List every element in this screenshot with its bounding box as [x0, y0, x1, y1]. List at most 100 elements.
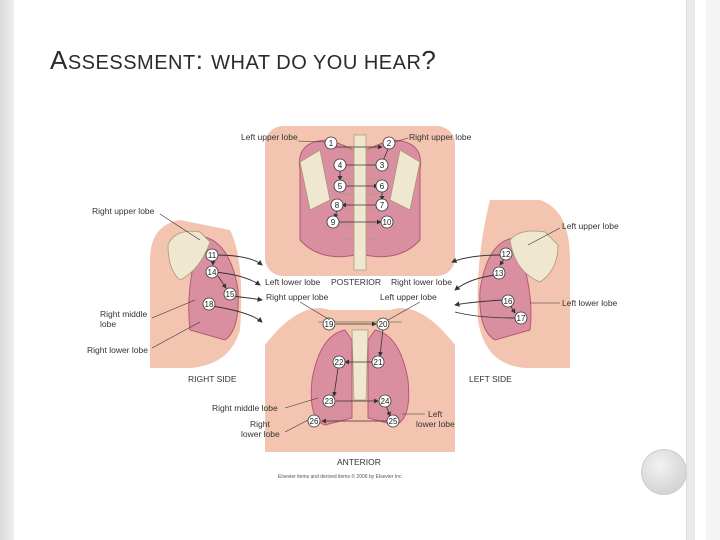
left-side-points: 12 13 16 17 [492, 247, 528, 325]
leader-ls-upper [527, 227, 561, 246]
svg-text:16: 16 [504, 297, 513, 306]
point-3: 3 [375, 158, 389, 172]
point-10: 10 [380, 215, 394, 229]
point-1: 1 [324, 136, 338, 150]
label-ant-right-upper: Right upper lobe [266, 292, 329, 302]
point-11: 11 [205, 248, 219, 262]
leader-rs-lower [151, 321, 201, 349]
point-4: 4 [333, 158, 347, 172]
label-rs-right-upper: Right upper lobe [92, 206, 155, 216]
point-18: 18 [202, 297, 216, 311]
svg-text:14: 14 [208, 268, 217, 277]
point-8: 8 [330, 198, 344, 212]
svg-text:21: 21 [374, 358, 383, 367]
point-15: 15 [223, 287, 237, 301]
label-ant-right-lower-2: lower lobe [241, 429, 280, 439]
label-posterior: POSTERIOR [331, 277, 381, 287]
point-24: 24 [378, 394, 392, 408]
svg-text:15: 15 [226, 290, 235, 299]
label-rs-right-lower: Right lower lobe [87, 345, 148, 355]
label-ant-right-middle: Right middle lobe [212, 403, 278, 413]
svg-text:22: 22 [335, 358, 344, 367]
svg-text:1: 1 [329, 139, 334, 148]
anterior-view: 19 20 21 22 23 24 25 26 Right upper lobe… [212, 292, 455, 480]
svg-text:7: 7 [380, 201, 385, 210]
posterior-points: 1 2 3 4 5 6 7 8 9 10 [324, 136, 396, 229]
svg-text:18: 18 [205, 300, 214, 309]
leader-rs-upper [159, 213, 201, 241]
leader-rs-middle [151, 299, 196, 319]
point-13: 13 [492, 266, 506, 280]
right-side-lung [188, 235, 239, 341]
label-rs-right-middle-2: lobe [100, 319, 116, 329]
label-ant-left-lower-1: Left [428, 409, 443, 419]
point-17: 17 [514, 311, 528, 325]
point-26: 26 [307, 414, 321, 428]
svg-text:6: 6 [380, 182, 385, 191]
left-side-arm [509, 230, 559, 283]
label-ls-left-upper: Left upper lobe [562, 221, 619, 231]
point-16: 16 [501, 294, 515, 308]
anterior-arrows [321, 321, 391, 424]
anterior-points: 19 20 21 22 23 24 25 26 [307, 317, 400, 428]
point-9: 9 [326, 215, 340, 229]
right-rail [686, 0, 695, 540]
point-2: 2 [382, 136, 396, 150]
svg-text:25: 25 [389, 417, 398, 426]
point-14: 14 [205, 265, 219, 279]
left-side-arrows [451, 254, 516, 319]
leader-left-upper [297, 140, 326, 143]
svg-text:4: 4 [338, 161, 343, 170]
svg-text:3: 3 [380, 161, 385, 170]
leader-ant-right-lower [284, 419, 309, 433]
svg-text:8: 8 [335, 201, 340, 210]
left-side-view: 12 13 16 17 Left upper lobe Left lower l… [451, 200, 619, 384]
label-ant-right-lower-1: Right [250, 419, 270, 429]
svg-text:23: 23 [325, 397, 334, 406]
right-side-points: 11 14 15 18 [202, 248, 237, 311]
svg-text:26: 26 [310, 417, 319, 426]
leader-ant-left-upper [387, 301, 421, 321]
label-post-left-upper: Left upper lobe [241, 132, 298, 142]
sternum [351, 329, 369, 401]
label-anterior: ANTERIOR [337, 457, 381, 467]
label-post-right-lower: Right lower lobe [391, 277, 452, 287]
label-left-side: LEFT SIDE [469, 374, 512, 384]
point-5: 5 [333, 179, 347, 193]
left-scapula [299, 149, 331, 211]
leader-ant-right-upper [299, 301, 331, 321]
label-post-left-lower: Left lower lobe [265, 277, 321, 287]
point-25: 25 [386, 414, 400, 428]
svg-text:5: 5 [338, 182, 343, 191]
label-right-side: RIGHT SIDE [188, 374, 237, 384]
svg-text:24: 24 [381, 397, 390, 406]
svg-text:9: 9 [331, 218, 336, 227]
point-20: 20 [376, 317, 390, 331]
point-7: 7 [375, 198, 389, 212]
svg-text:19: 19 [325, 320, 334, 329]
right-scapula [389, 149, 421, 211]
svg-text:12: 12 [502, 250, 511, 259]
point-23: 23 [322, 394, 336, 408]
left-accent-bar [0, 0, 14, 540]
point-19: 19 [322, 317, 336, 331]
label-rs-right-middle-1: Right middle [100, 309, 148, 319]
point-22: 22 [332, 355, 346, 369]
right-rail-outer [706, 0, 720, 540]
spine [353, 134, 367, 271]
svg-text:20: 20 [379, 320, 388, 329]
point-21: 21 [371, 355, 385, 369]
svg-text:17: 17 [517, 314, 526, 323]
decorative-circle [641, 449, 687, 495]
copyright-note: Elsevier items and derived items © 2006 … [278, 473, 403, 480]
leader-right-upper [394, 137, 409, 143]
slide-title: ASSESSMENT: WHAT DO YOU HEAR? [50, 45, 437, 75]
right-side-arm [167, 230, 211, 281]
point-6: 6 [375, 179, 389, 193]
svg-text:13: 13 [495, 269, 504, 278]
label-ant-left-lower-2: lower lobe [416, 419, 455, 429]
label-post-right-upper: Right upper lobe [409, 132, 472, 142]
right-side-view: 11 14 15 18 Right upper lobe Right middl… [87, 206, 263, 384]
label-ant-left-upper: Left upper lobe [380, 292, 437, 302]
